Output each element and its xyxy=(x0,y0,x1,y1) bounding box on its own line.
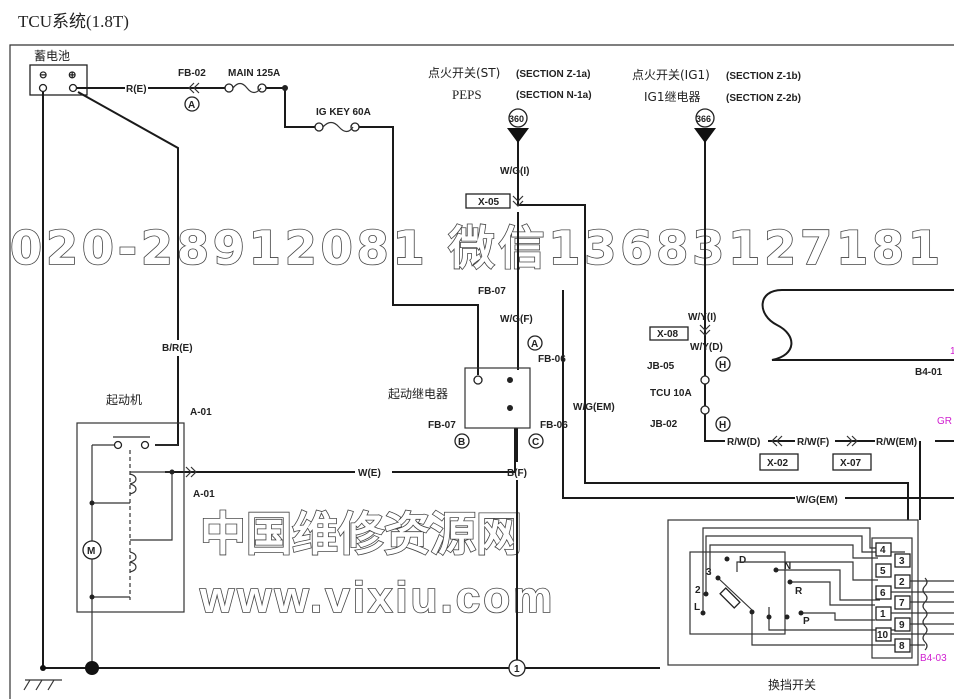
wire-wgem-label-2: W/G(EM) xyxy=(796,495,838,506)
pin-8: 8 xyxy=(899,641,905,652)
pos-r: R xyxy=(795,586,803,597)
gr-label: GR xyxy=(937,416,952,427)
source-ig1-relay-section: (SECTION Z-2b) xyxy=(726,93,801,104)
source-peps: PEPS xyxy=(452,87,482,102)
x02-label: X-02 xyxy=(767,458,789,469)
wire-we-label: W(E) xyxy=(358,468,381,479)
fb07-top-label: FB-07 xyxy=(478,286,506,297)
fuse-tcu-label: TCU 10A xyxy=(650,388,692,399)
pos-n: N xyxy=(784,561,791,572)
source-ig1-section: (SECTION Z-1b) xyxy=(726,71,801,82)
pin-2: 2 xyxy=(899,577,905,588)
tcu-outline xyxy=(761,289,954,361)
watermark-line-3: 020-28912081 微信13683127181 xyxy=(10,221,940,275)
pos-3: 3 xyxy=(706,567,712,578)
source-ig1: 点火开关(IG1) xyxy=(632,68,710,82)
watermark-line-2: www.vixiu.com xyxy=(199,573,555,622)
fuse-ig-key: IG KEY 60A xyxy=(314,107,371,133)
wire-wgi-label: W/G(I) xyxy=(500,166,529,177)
fb06-top-label: FB-06 xyxy=(538,354,566,365)
ref-h-text: H xyxy=(719,360,726,371)
motor-icon xyxy=(82,540,102,560)
source-st-section: (SECTION Z-1a) xyxy=(516,69,590,80)
pin-3: 3 xyxy=(899,556,905,567)
starter-label: 起动机 xyxy=(106,393,142,407)
ref-b-text: B xyxy=(458,437,465,448)
b401-label: B4-01 xyxy=(915,367,943,378)
x08-label: X-08 xyxy=(657,329,679,340)
ground-point xyxy=(85,661,99,675)
source-ig1-relay: IG1继电器 xyxy=(644,90,700,104)
fb02-label: FB-02 xyxy=(178,68,206,79)
pin-10: 10 xyxy=(877,630,889,641)
pos-d: D xyxy=(739,555,746,566)
ref-c-text: C xyxy=(532,437,539,448)
motor-label: M xyxy=(87,546,95,557)
fb06-label: FB-06 xyxy=(540,420,568,431)
ref-a2-text: A xyxy=(531,339,538,350)
ref-1-text: 1 xyxy=(514,664,520,675)
wire-wyd-label: W/Y(D) xyxy=(690,342,723,353)
source-peps-section: (SECTION N-1a) xyxy=(516,90,592,101)
wire-re-label: R(E) xyxy=(126,84,147,95)
diagram-title: TCU系统(1.8T) xyxy=(18,12,129,31)
x07-label: X-07 xyxy=(840,458,862,469)
wire-wyi-label: W/Y(I) xyxy=(688,312,716,323)
wire-bre-label: B/R(E) xyxy=(162,343,193,354)
wire-wgf-label: W/G(F) xyxy=(500,314,533,325)
fuse-ig-key-label: IG KEY 60A xyxy=(316,107,371,118)
jb05-label: JB-05 xyxy=(647,361,675,372)
ref-h2-text: H xyxy=(719,420,726,431)
wire-rwf-label: R/W(F) xyxy=(797,437,829,448)
ref-circle-1 xyxy=(508,659,526,677)
source-st: 点火开关(ST) xyxy=(428,66,500,80)
battery-label: 蓄电池 xyxy=(34,49,70,63)
arrow-down-icon-2 xyxy=(694,128,716,143)
fuse-main-label: MAIN 125A xyxy=(228,68,280,79)
wire-bf-label: B(F) xyxy=(507,468,527,479)
wire-rwem-label: R/W(EM) xyxy=(876,437,917,448)
connector-chevron-icon xyxy=(188,82,200,94)
pin-1-label: 1 xyxy=(950,346,954,357)
pin-4: 4 xyxy=(880,545,886,556)
pos-l: L xyxy=(694,602,700,613)
wire-wgem-label: W/G(EM) xyxy=(573,402,615,413)
b403-label: B4-03 xyxy=(920,653,947,664)
pin-1: 1 xyxy=(880,609,886,620)
starter-relay-label: 起动继电器 xyxy=(388,387,448,401)
pos-2: 2 xyxy=(695,585,701,596)
starter: 起动机 A-01 M A-01 xyxy=(76,393,215,668)
ref-a-text: A xyxy=(188,100,195,111)
x05-label: X-05 xyxy=(478,197,500,208)
fuse-main: MAIN 125A xyxy=(224,68,280,94)
pin-7: 7 xyxy=(899,598,905,609)
ground-icon xyxy=(23,679,62,691)
battery: 蓄电池 ⊖ ⊕ xyxy=(29,49,88,96)
wire-rwd-label: R/W(D) xyxy=(727,437,760,448)
ref-360-text: 360 xyxy=(509,114,524,124)
pos-p: P xyxy=(803,616,810,627)
ref-circle-a xyxy=(184,96,200,112)
pin-5: 5 xyxy=(880,566,886,577)
shift-switch-label: 换挡开关 xyxy=(768,678,816,692)
starter-relay: 起动继电器 FB-07 B C FB-06 FB-07 W/G(F) A FB-… xyxy=(388,286,568,449)
twisted-wire-icon xyxy=(922,577,928,651)
pin-6: 6 xyxy=(880,588,886,599)
a01-top-label: A-01 xyxy=(190,407,212,418)
arrow-down-icon xyxy=(507,128,529,143)
negative-terminal-icon: ⊖ xyxy=(39,70,47,81)
watermark-line-1: 中国维修资源网 xyxy=(200,507,522,561)
positive-terminal-icon: ⊕ xyxy=(68,70,76,81)
fb07-label: FB-07 xyxy=(428,420,456,431)
watermark: 020-28912081 微信13683127181 中国维修资源网 www.v… xyxy=(9,220,941,623)
jb02-label: JB-02 xyxy=(650,419,678,430)
ref-366-text: 366 xyxy=(696,114,711,124)
pin-9: 9 xyxy=(899,620,905,631)
a01-label: A-01 xyxy=(193,489,215,500)
frame xyxy=(9,44,954,699)
shift-switch: D N R P 3 2 L 4 5 6 1 10 3 2 7 9 8 B4-03… xyxy=(667,519,954,692)
